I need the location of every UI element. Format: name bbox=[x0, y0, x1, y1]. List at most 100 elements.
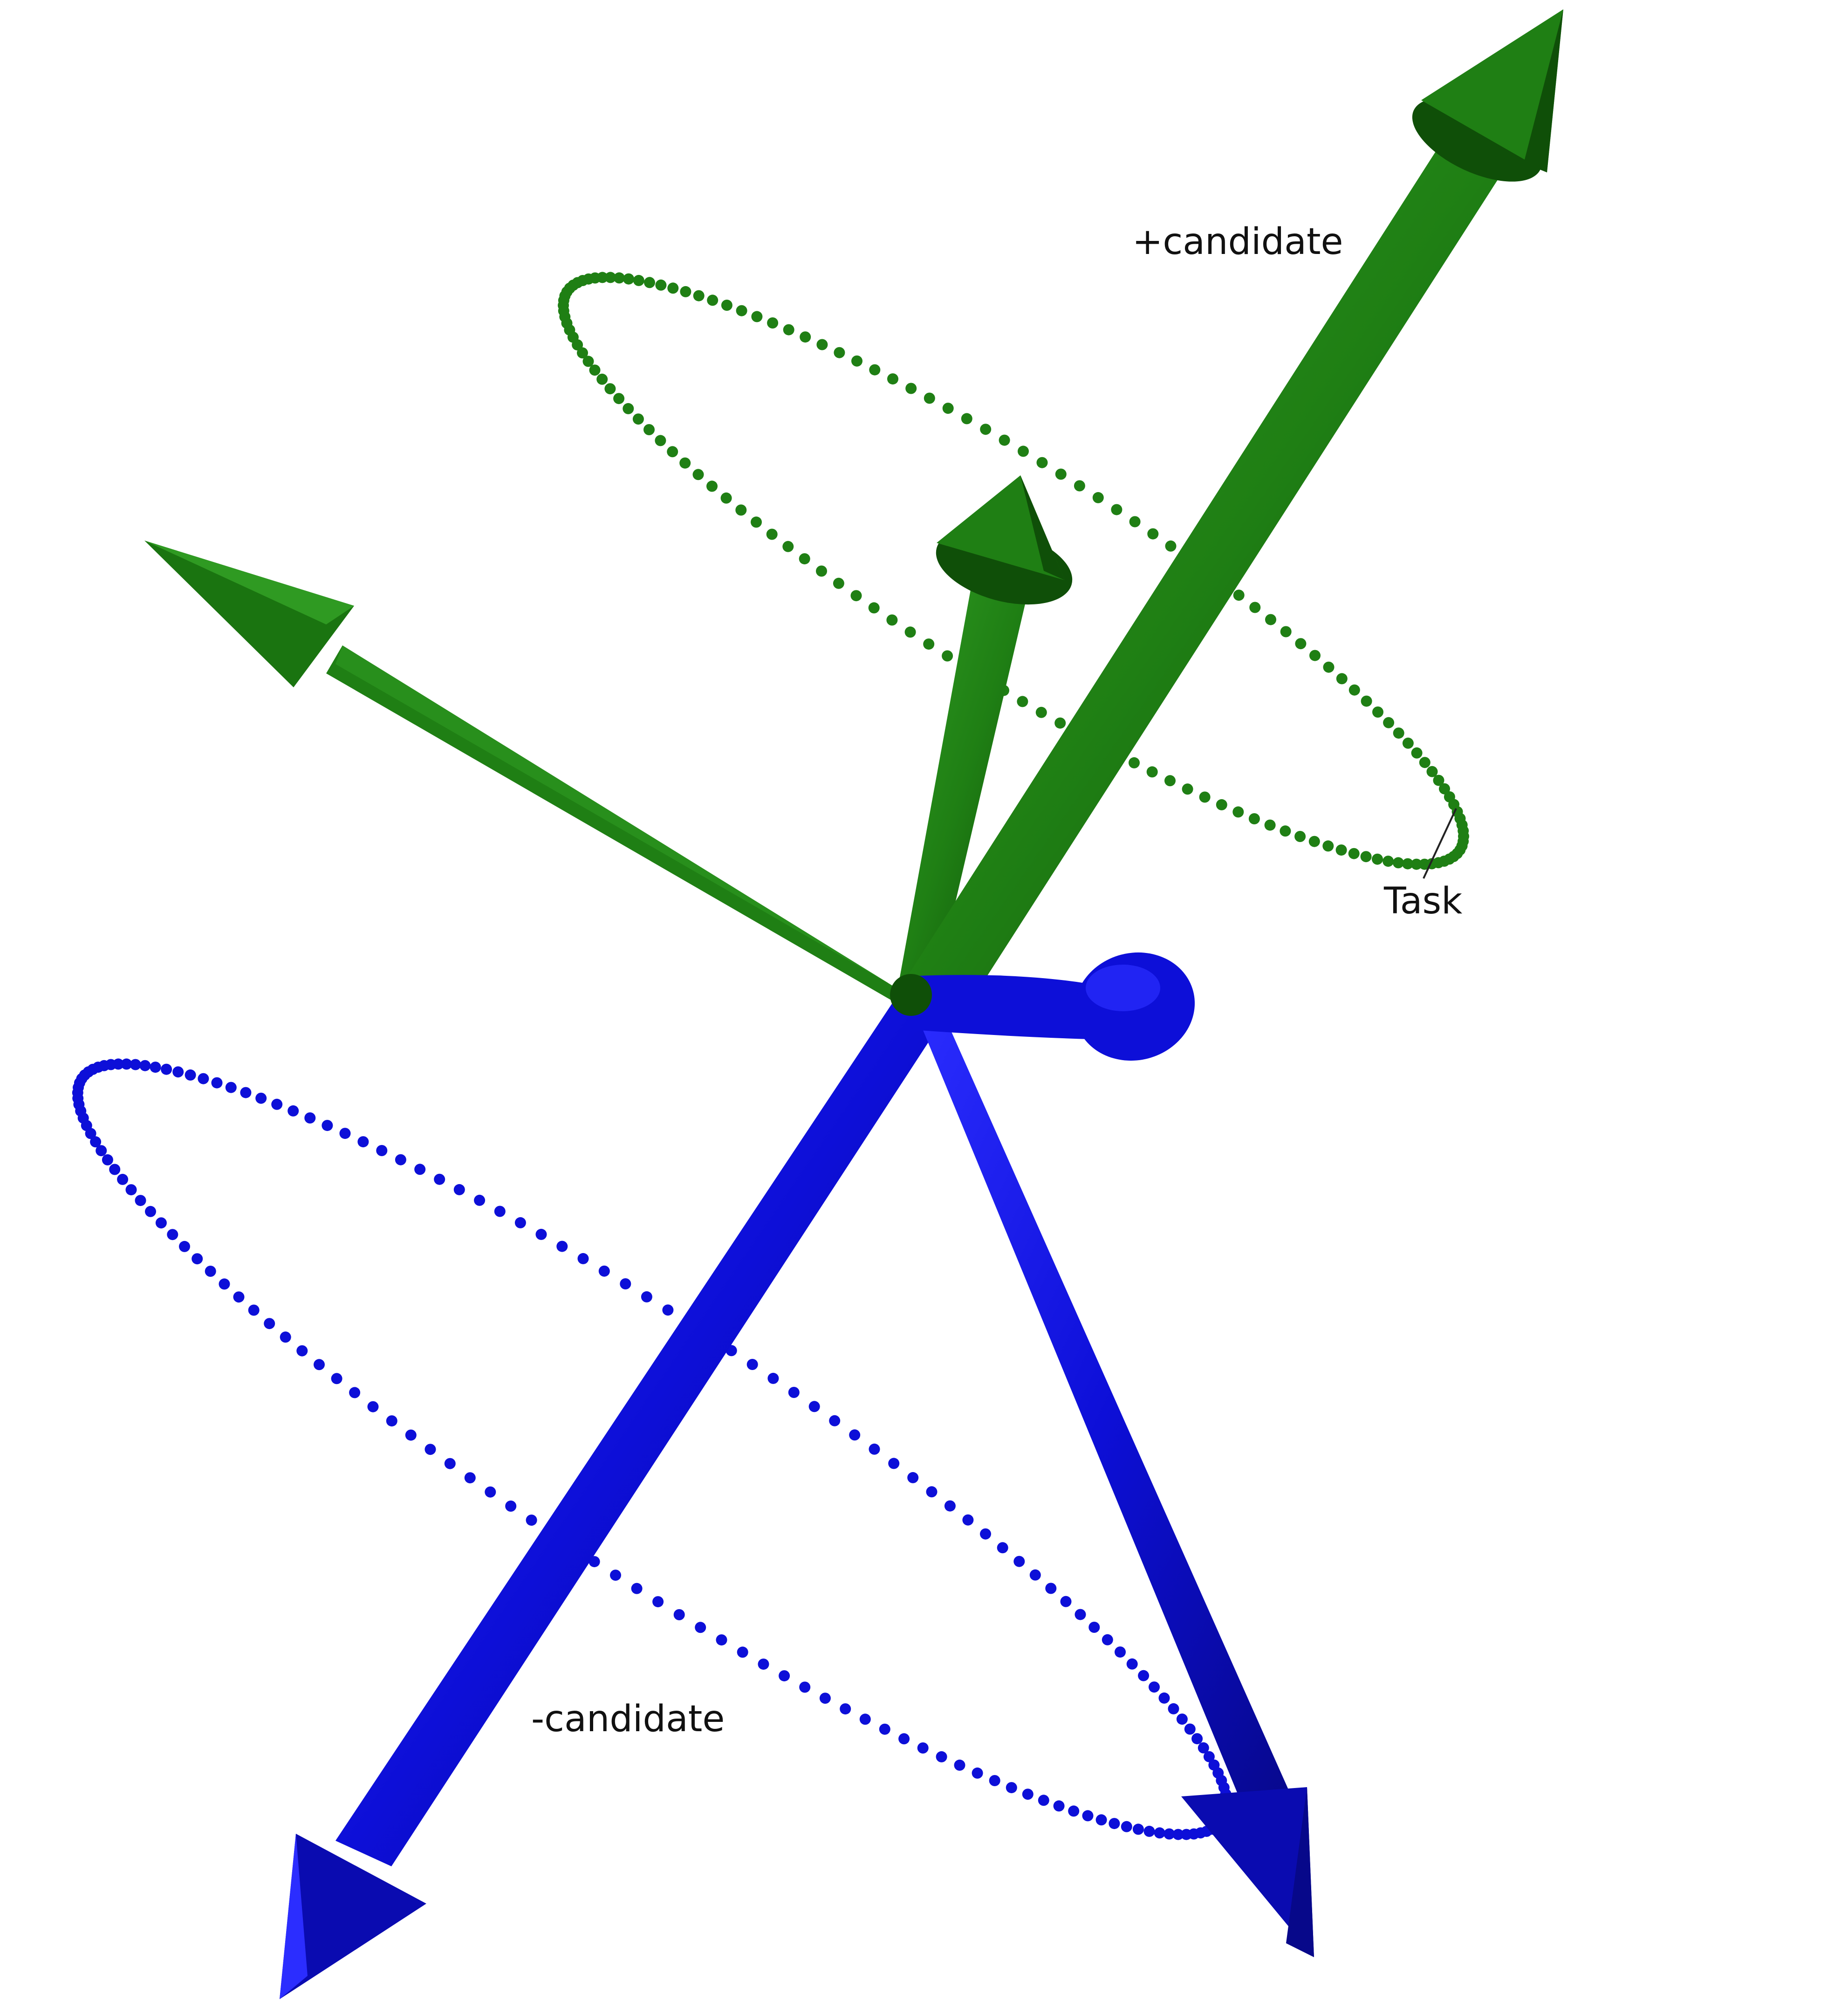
ring-dot bbox=[1198, 1742, 1209, 1754]
origin-junction bbox=[890, 974, 932, 1016]
ring-dot bbox=[735, 504, 747, 516]
ring-dot bbox=[808, 1401, 820, 1412]
ring-dot bbox=[1372, 853, 1383, 865]
ring-dot bbox=[1095, 1814, 1107, 1826]
ring-dot bbox=[632, 413, 644, 425]
ring-dot bbox=[1232, 806, 1244, 818]
ring-dot bbox=[1294, 831, 1306, 842]
ring-dot bbox=[944, 1500, 956, 1512]
ring-dot bbox=[1264, 819, 1276, 831]
ring-dot bbox=[434, 1173, 445, 1185]
green-arrow-middle bbox=[897, 475, 1073, 993]
ring-dot bbox=[679, 457, 691, 469]
ring-dot bbox=[1216, 799, 1227, 810]
ring-dot bbox=[834, 347, 845, 358]
ring-dot bbox=[887, 373, 898, 385]
ring-dot bbox=[620, 1278, 631, 1289]
ring-dot bbox=[494, 1206, 506, 1217]
ring-dot bbox=[829, 1415, 841, 1426]
ring-dot bbox=[643, 424, 655, 435]
ring-dot bbox=[917, 1742, 929, 1754]
ring-dot bbox=[271, 1098, 283, 1110]
ring-dot bbox=[737, 1646, 748, 1658]
ring-dot bbox=[1074, 480, 1085, 492]
green-arrow-plus-candidate bbox=[897, 9, 1563, 1011]
ring-dot bbox=[1060, 1596, 1072, 1607]
ring-dot bbox=[1102, 1634, 1113, 1645]
ring-dot bbox=[605, 272, 616, 283]
ring-dot bbox=[1323, 661, 1335, 673]
ring-dot bbox=[905, 383, 917, 394]
ring-dot bbox=[1036, 457, 1048, 468]
ring-dot bbox=[706, 480, 718, 492]
ring-dot bbox=[610, 1569, 621, 1581]
ring-dot bbox=[1295, 638, 1307, 650]
ring-dot bbox=[1199, 791, 1211, 803]
ring-dot bbox=[296, 1345, 308, 1357]
task-label: Task bbox=[1384, 880, 1463, 922]
ring-dot bbox=[145, 1206, 156, 1217]
ring-dot bbox=[692, 469, 704, 480]
ring-dot bbox=[1419, 757, 1430, 768]
ring-dot bbox=[219, 1278, 230, 1290]
ring-dot bbox=[589, 364, 601, 376]
ring-dot bbox=[240, 1087, 252, 1098]
ring-dot bbox=[1402, 737, 1414, 749]
ring-dot bbox=[1168, 1703, 1179, 1714]
ring-dot bbox=[1158, 1692, 1170, 1704]
ring-dot bbox=[1126, 1658, 1138, 1670]
ring-dot bbox=[1402, 858, 1414, 870]
ring-dot bbox=[161, 1063, 172, 1075]
ring-dot bbox=[1088, 1622, 1100, 1633]
ring-dot bbox=[673, 1609, 685, 1620]
ring-dot bbox=[464, 1472, 476, 1484]
ring-dot bbox=[1164, 1828, 1175, 1840]
ring-dot bbox=[869, 364, 881, 376]
blue-short-arrow bbox=[906, 952, 1195, 1061]
ring-dot bbox=[405, 1429, 417, 1441]
ring-dot bbox=[1383, 856, 1394, 867]
ring-dot bbox=[1035, 706, 1047, 718]
ring-dot bbox=[766, 528, 778, 540]
ring-dot bbox=[1111, 504, 1122, 515]
ring-dot bbox=[582, 356, 594, 367]
ring-dot bbox=[1109, 1818, 1120, 1830]
ring-dot bbox=[1115, 1646, 1126, 1658]
ring-dot bbox=[693, 290, 705, 302]
ring-dot bbox=[577, 1253, 589, 1264]
ring-dot bbox=[596, 272, 608, 283]
ring-dot bbox=[135, 1195, 146, 1206]
ring-dot bbox=[139, 1060, 151, 1071]
ring-dot bbox=[662, 1304, 674, 1316]
ring-dot bbox=[386, 1415, 397, 1427]
ring-dot bbox=[680, 286, 691, 297]
ring-dot bbox=[972, 1767, 983, 1779]
ring-dot bbox=[1172, 1829, 1184, 1840]
ring-dot bbox=[198, 1073, 209, 1084]
ring-dot bbox=[1055, 468, 1067, 480]
ring-dot bbox=[1038, 1795, 1049, 1806]
ring-dot bbox=[339, 1128, 351, 1139]
ring-dot bbox=[112, 1058, 124, 1070]
ring-dot bbox=[185, 1069, 196, 1081]
ring-dot bbox=[287, 1105, 299, 1117]
ring-dot bbox=[1143, 1825, 1155, 1837]
ring-dot bbox=[125, 1184, 137, 1196]
ring-dot bbox=[577, 347, 588, 359]
ring-dot bbox=[1182, 783, 1193, 795]
ring-dot bbox=[641, 1291, 652, 1302]
ring-dot bbox=[1348, 684, 1360, 696]
ring-dot bbox=[758, 1658, 769, 1670]
ring-dot bbox=[1082, 1810, 1094, 1822]
ring-dot bbox=[623, 403, 634, 414]
ring-dot bbox=[799, 553, 810, 565]
ring-dot bbox=[1426, 766, 1438, 777]
ring-dot bbox=[150, 1062, 161, 1073]
ring-dot bbox=[1121, 1821, 1132, 1832]
ring-dot bbox=[767, 317, 779, 329]
ring-dot bbox=[1308, 836, 1320, 847]
ring-dot bbox=[751, 516, 762, 528]
ring-dot bbox=[652, 1596, 664, 1608]
ring-dot bbox=[1249, 602, 1261, 613]
